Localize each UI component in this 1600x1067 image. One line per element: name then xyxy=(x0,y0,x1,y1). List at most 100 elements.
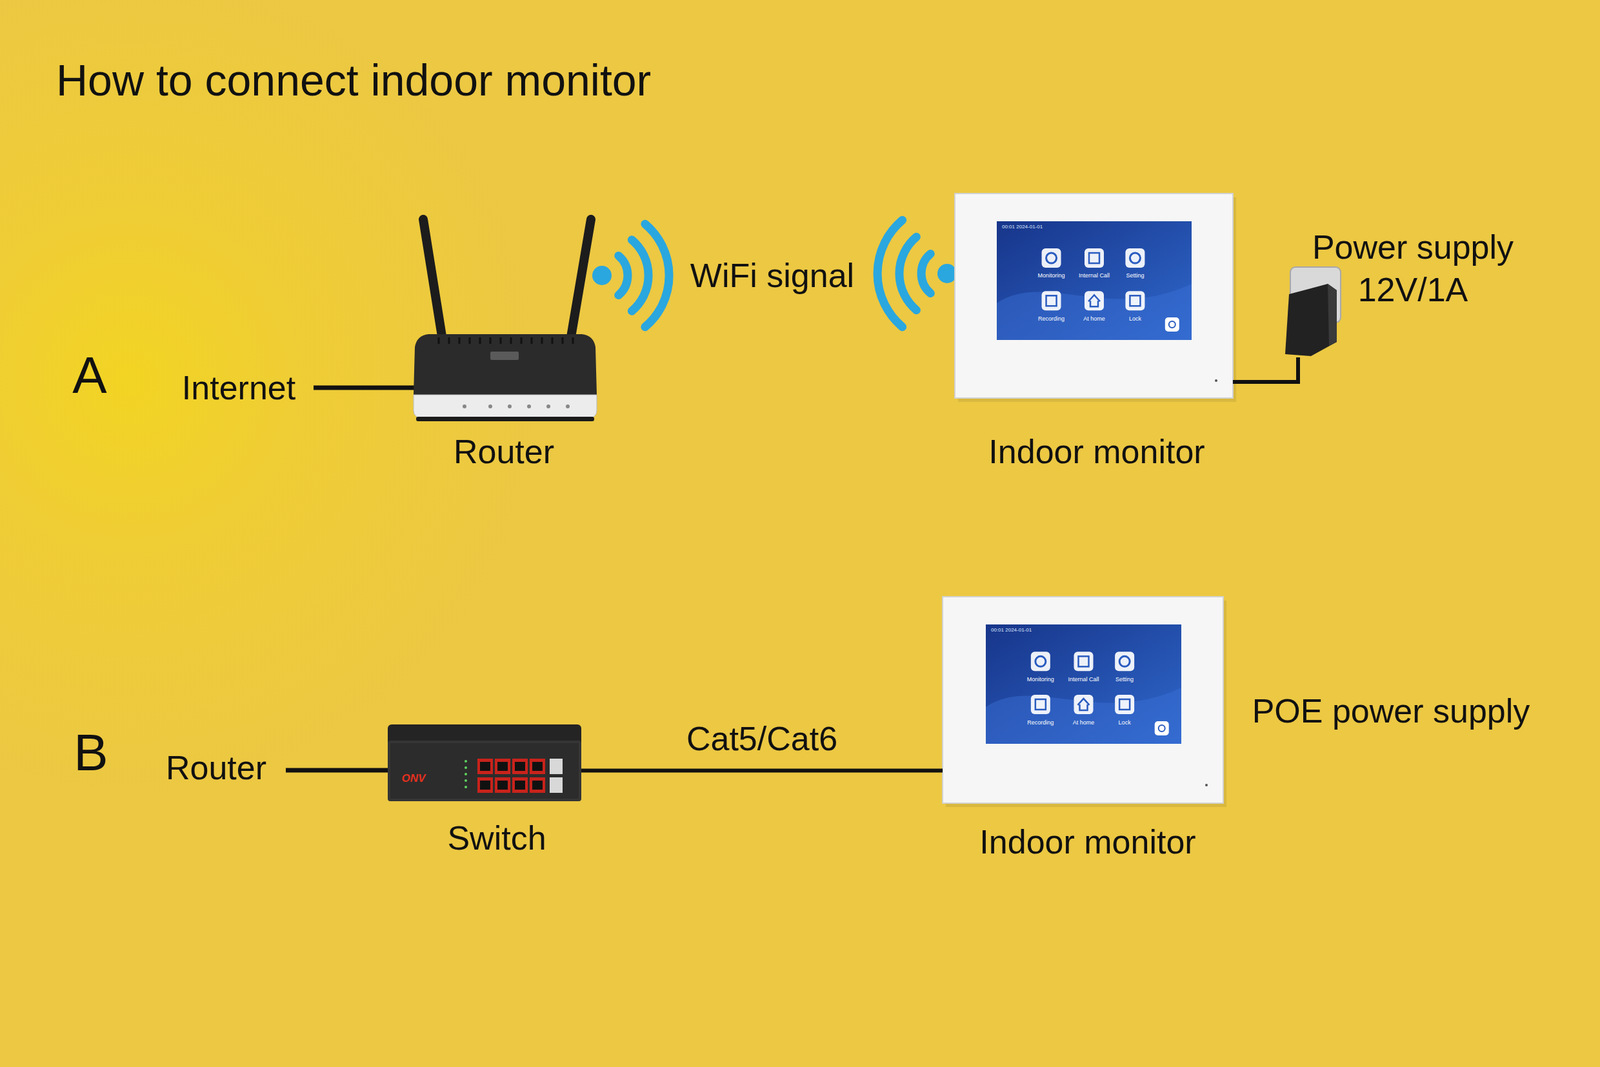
router-box: Router xyxy=(413,331,597,421)
node-label: Router xyxy=(453,431,555,472)
router-illustration xyxy=(413,394,597,419)
screen-icon xyxy=(1114,694,1135,715)
router-illustration xyxy=(416,416,595,422)
switch-illustration xyxy=(464,772,468,776)
screen-menu-label: Internal Call xyxy=(1078,272,1110,280)
indoor-monitor-illustration xyxy=(1205,783,1208,787)
router-illustration xyxy=(490,351,519,360)
router-wire xyxy=(285,768,390,773)
switch-illustration xyxy=(512,777,528,793)
switch-illustration xyxy=(494,777,511,793)
screen-menu-label: Monitoring xyxy=(1027,675,1055,683)
switch-illustration xyxy=(477,758,493,775)
switch-illustration xyxy=(480,780,491,790)
indoor-monitor-illustration xyxy=(985,687,1182,744)
internet-wire xyxy=(313,387,415,389)
screen-icon xyxy=(1041,290,1062,311)
screen-icon xyxy=(1084,248,1104,268)
screen-menu-label: Setting xyxy=(1115,675,1134,683)
icon-glyph xyxy=(1119,656,1130,667)
router-illustration xyxy=(569,219,591,349)
switch-illustration xyxy=(497,780,508,790)
signal-label: WiFi signal xyxy=(690,255,855,296)
internet-wire xyxy=(313,385,415,391)
switch-illustration xyxy=(549,777,563,793)
screen-icon xyxy=(1030,694,1051,715)
switch-illustration xyxy=(477,758,546,793)
icon-glyph xyxy=(1035,699,1046,710)
switch-illustration xyxy=(512,758,528,775)
icon-glyph xyxy=(1078,698,1090,711)
wifi-waves xyxy=(618,255,628,295)
screen-icon xyxy=(1114,651,1135,671)
indoor-monitor-illustration xyxy=(996,221,1192,340)
brand-logo: ONV xyxy=(401,772,426,786)
router-illustration xyxy=(423,219,444,349)
wifi-waves xyxy=(645,223,670,327)
indoor-monitor-illustration xyxy=(985,624,1182,744)
screen-icon xyxy=(1125,290,1145,311)
icon-glyph xyxy=(1119,699,1130,710)
screen-menu-label: Recording xyxy=(1027,718,1054,726)
icon-glyph xyxy=(1078,656,1090,667)
screen-menu-label: Setting xyxy=(1125,272,1144,280)
switch-illustration xyxy=(464,779,468,782)
indoor-monitor-illustration xyxy=(996,283,1192,340)
switch-illustration xyxy=(532,780,543,790)
router-illustration xyxy=(413,334,597,395)
wifi-waves xyxy=(877,220,903,327)
screen-menu-label: Lock xyxy=(1129,314,1142,322)
screen-icon xyxy=(1154,721,1170,736)
icon-glyph xyxy=(1046,252,1057,264)
icon-glyph xyxy=(1158,725,1166,732)
icon-glyph xyxy=(1088,294,1100,307)
switch-illustration xyxy=(497,761,508,771)
screen-clock: 00:01 2024-01-01 xyxy=(1001,223,1043,231)
router-illustration xyxy=(413,219,597,422)
row-letter: B xyxy=(73,721,108,784)
switch-illustration xyxy=(514,761,526,771)
cable-line xyxy=(581,768,943,773)
wifi-waves xyxy=(937,263,957,284)
wifi-waves xyxy=(899,236,917,310)
indoor-monitor-illustration xyxy=(1214,379,1218,382)
screen-icon xyxy=(1084,290,1104,311)
screen-icon xyxy=(1165,317,1180,332)
router-wire xyxy=(285,770,390,771)
icon-glyph xyxy=(1046,295,1057,306)
indoor-monitor-illustration xyxy=(942,596,1227,808)
cable-label: Cat5/Cat6 xyxy=(686,718,838,759)
switch-illustration xyxy=(387,740,582,802)
router-illustration xyxy=(488,404,493,409)
indoor-monitor-illustration xyxy=(942,596,1224,804)
screen-icon xyxy=(1030,651,1051,671)
router-illustration xyxy=(462,404,570,409)
indoor-monitor-illustration xyxy=(954,193,1237,402)
router-illustration xyxy=(507,404,512,409)
wifi-waves xyxy=(631,240,649,311)
icon-glyph xyxy=(1035,656,1046,667)
screen-menu-label: Internal Call xyxy=(1067,675,1099,683)
switch-illustration xyxy=(390,743,579,799)
switch-illustration xyxy=(464,760,468,789)
node-label: Power supply 12V/1A xyxy=(1296,225,1530,311)
row-label: Router xyxy=(165,747,267,788)
switch-illustration xyxy=(464,760,468,763)
diagram-title: How to connect indoor monitor xyxy=(56,54,651,108)
cable-line xyxy=(1232,357,1299,382)
screen-icon xyxy=(1125,248,1145,268)
switch-illustration xyxy=(532,761,543,771)
router-illustration xyxy=(546,404,551,409)
node-label: Indoor monitor xyxy=(979,821,1196,862)
switch-illustration xyxy=(464,785,468,789)
screen-menu-label: At home xyxy=(1083,314,1106,322)
switch-illustration xyxy=(494,758,511,775)
row-label: Internet xyxy=(181,367,296,408)
icon-glyph xyxy=(1129,295,1140,306)
switch-illustration xyxy=(529,777,546,793)
power-adapter-illustration xyxy=(1285,267,1341,357)
switch-illustration xyxy=(387,724,582,802)
